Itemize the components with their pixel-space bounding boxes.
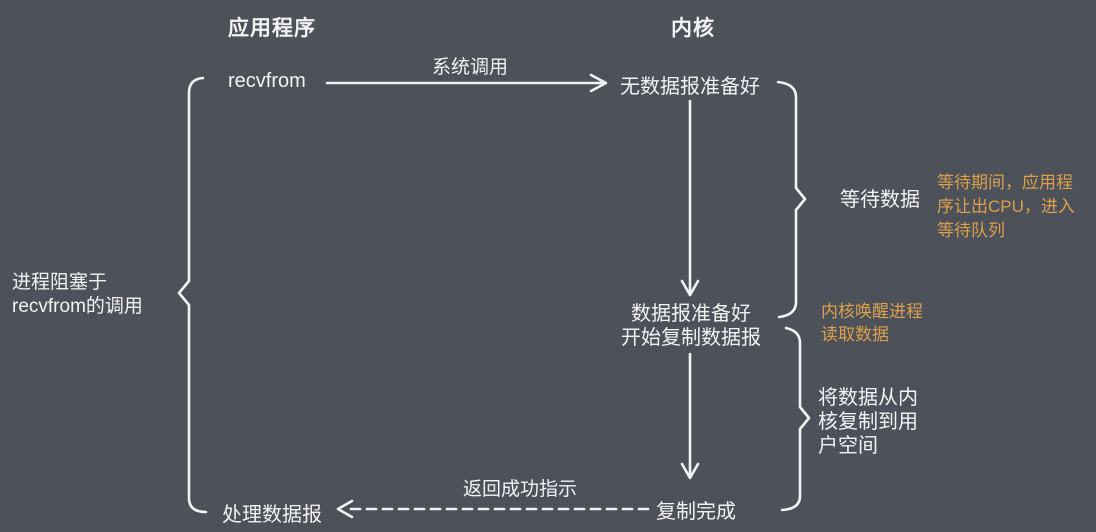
node-recvfrom: recvfrom: [228, 70, 306, 92]
return-success-label: 返回成功指示: [462, 479, 577, 500]
wake-note-annotation: 内核唤醒进程 读取数据: [821, 300, 923, 346]
wait-note-line1: 等待期间，应用程: [937, 173, 1073, 192]
copy-note-line1: 将数据从内: [818, 387, 918, 409]
wait-brace: [776, 80, 807, 319]
application-column-header: 应用程序: [228, 17, 316, 40]
node-datagram-ready: 数据报准备好 开始复制数据报: [591, 302, 791, 350]
copy-note-line3: 户空间: [818, 435, 878, 457]
copy-brace: [780, 326, 811, 512]
return-success-arrow: [336, 499, 650, 519]
node-copy-complete: 复制完成: [656, 501, 736, 523]
system-call-arrow: [325, 73, 608, 93]
wait-note-line2: 序让出CPU，进入: [937, 197, 1075, 216]
wait-data-annotation: 等待数据: [840, 189, 920, 211]
left-brace: [177, 76, 208, 514]
copy-note-line2: 核复制到用: [818, 411, 918, 433]
copy-note-annotation: 将数据从内 核复制到用 户空间: [818, 386, 918, 458]
wake-note-line1: 内核唤醒进程: [821, 302, 923, 321]
node-datagram-ready-line2: 开始复制数据报: [621, 327, 761, 349]
wait-note-line3: 等待队列: [937, 221, 1005, 240]
kernel-column-header: 内核: [671, 17, 715, 40]
node-datagram-ready-line1: 数据报准备好: [631, 303, 751, 325]
system-call-label: 系统调用: [431, 57, 508, 78]
wait-note-annotation: 等待期间，应用程 序让出CPU，进入 等待队列: [937, 171, 1075, 243]
node-process-datagram: 处理数据报: [222, 504, 322, 526]
wake-note-line2: 读取数据: [821, 325, 889, 344]
copy-data-arrow: [680, 352, 700, 480]
node-no-datagram-ready: 无数据报准备好: [620, 76, 760, 98]
process-blocked-line1: 进程阻塞于: [12, 272, 108, 293]
process-blocked-annotation: 进程阻塞于 recvfrom的调用: [12, 271, 143, 319]
process-blocked-line2: recvfrom的调用: [12, 296, 143, 317]
wait-data-arrow: [680, 99, 700, 297]
